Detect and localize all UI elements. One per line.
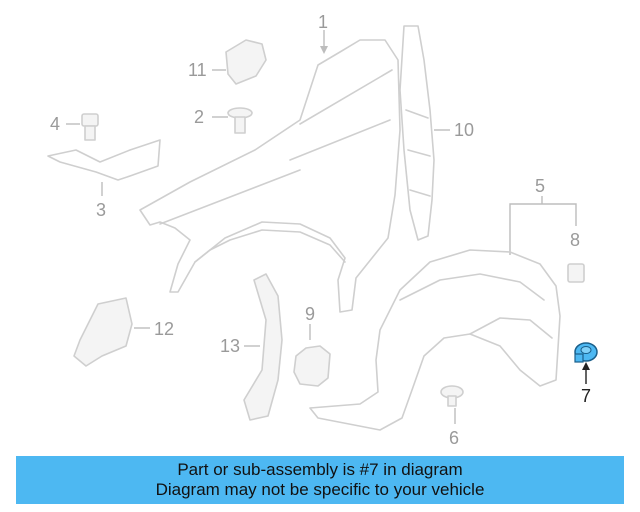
callout-3: 3: [96, 200, 106, 220]
part-info-banner: Part or sub-assembly is #7 in diagram Di…: [16, 456, 624, 504]
bracket-part-3: [47, 139, 161, 181]
screw-part-6: [440, 385, 464, 407]
clip-part-8: [567, 263, 585, 283]
callout-4: 4: [50, 114, 60, 134]
screw-part-2: [227, 107, 253, 134]
callout-7: 7: [581, 386, 591, 406]
callout-11: 11: [188, 60, 207, 80]
callout-8: 8: [570, 230, 580, 250]
flap-part-11: [225, 39, 267, 85]
banner-line-2: Diagram may not be specific to your vehi…: [155, 480, 485, 499]
callout-6: 6: [449, 428, 459, 448]
bolt-part-4: [81, 113, 99, 141]
clip-part-7-highlighted: [574, 342, 598, 363]
callout-1: 1: [318, 12, 328, 32]
callout-12: 12: [154, 319, 174, 339]
block-part-12: [73, 297, 133, 367]
callout-13: 13: [220, 336, 240, 356]
parts-diagram: 1 11 2 4 3 10 5 8 6 12: [47, 12, 598, 448]
callout-5-leader: [509, 196, 577, 255]
callout-10: 10: [454, 120, 474, 140]
callout-9: 9: [305, 304, 315, 324]
callout-5: 5: [535, 176, 545, 196]
wheel-liner-part-5: [309, 249, 561, 431]
callout-2: 2: [194, 107, 204, 127]
banner-line-1: Part or sub-assembly is #7 in diagram: [177, 460, 463, 479]
liner-part-10: [399, 25, 435, 241]
seal-part-13: [243, 273, 283, 421]
fender-part-1: [139, 39, 401, 313]
pad-part-9: [293, 345, 331, 387]
